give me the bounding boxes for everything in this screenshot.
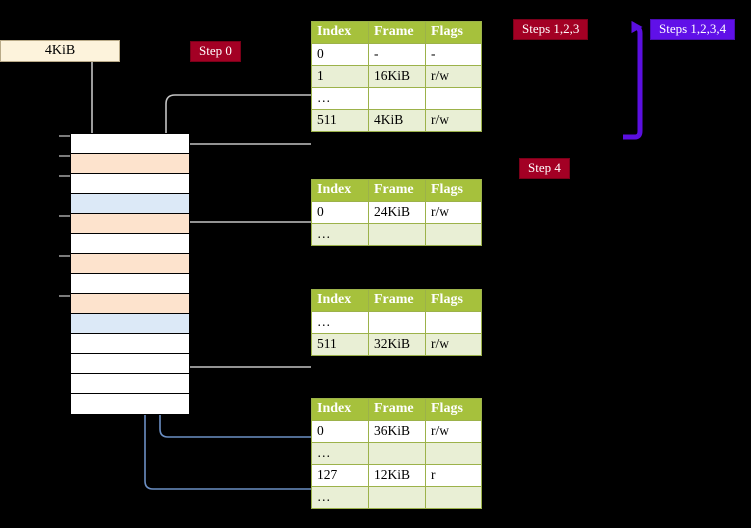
cell-index: 0 xyxy=(311,201,369,224)
cell-flags: r xyxy=(425,464,482,487)
physical-memory-grid xyxy=(70,133,190,415)
memory-frame-row xyxy=(71,254,189,274)
cell-index: 1 xyxy=(311,65,369,88)
table-row: … xyxy=(311,486,482,509)
memory-frame-row xyxy=(71,394,189,414)
column-header-flags: Flags xyxy=(425,21,482,44)
cell-index: … xyxy=(311,442,369,465)
cell-frame: 36KiB xyxy=(368,420,426,443)
column-header-flags: Flags xyxy=(425,398,482,421)
grey-connector-grid-to-pt2 xyxy=(171,318,311,368)
memory-frame-row xyxy=(71,374,189,394)
cell-frame: 24KiB xyxy=(368,201,426,224)
cell-flags: r/w xyxy=(425,65,482,88)
cell-frame: - xyxy=(368,43,426,66)
column-header-frame: Frame xyxy=(368,21,426,44)
cell-index: 511 xyxy=(311,109,369,132)
steps-bracket-arrow xyxy=(623,20,643,140)
column-header-index: Index xyxy=(311,289,369,312)
badge-steps-1-2-3-4: Steps 1,2,3,4 xyxy=(650,19,736,41)
table-row: … xyxy=(311,87,482,110)
table-row: … xyxy=(311,311,482,334)
cell-index: … xyxy=(311,87,369,110)
grey-connector-grid-to-pt0 xyxy=(177,143,311,166)
cell-flags xyxy=(425,442,482,465)
memory-frame-row xyxy=(71,314,189,334)
memory-frame-row xyxy=(71,274,189,294)
cell-frame: 16KiB xyxy=(368,65,426,88)
cell-index: 511 xyxy=(311,333,369,356)
cell-frame xyxy=(368,311,426,334)
cell-flags xyxy=(425,223,482,246)
cell-frame xyxy=(368,223,426,246)
cell-index: 0 xyxy=(311,420,369,443)
memory-frame-row xyxy=(71,334,189,354)
cell-frame xyxy=(368,486,426,509)
cell-flags xyxy=(425,486,482,509)
memory-frame-row xyxy=(71,354,189,374)
cell-flags: r/w xyxy=(425,109,482,132)
cell-index: 0 xyxy=(311,43,369,66)
grey-connector-grid-to-pt1 xyxy=(177,221,311,266)
memory-frame-row xyxy=(71,134,189,154)
table-row: … xyxy=(311,223,482,246)
cell-index: … xyxy=(311,311,369,334)
cell-flags: r/w xyxy=(425,201,482,224)
column-header-flags: Flags xyxy=(425,179,482,202)
memory-frame-row xyxy=(71,294,189,314)
cell-flags: r/w xyxy=(425,333,482,356)
column-header-flags: Flags xyxy=(425,289,482,312)
cell-flags xyxy=(425,87,482,110)
table-row: 0-- xyxy=(311,43,482,66)
column-header-index: Index xyxy=(311,398,369,421)
cell-frame: 4KiB xyxy=(368,109,426,132)
memory-frame-row xyxy=(71,214,189,234)
memory-frame-row xyxy=(71,194,189,214)
cell-frame: 32KiB xyxy=(368,333,426,356)
cell-frame: 12KiB xyxy=(368,464,426,487)
cell-frame xyxy=(368,442,426,465)
cell-index: … xyxy=(311,486,369,509)
cell-frame xyxy=(368,87,426,110)
column-header-frame: Frame xyxy=(368,398,426,421)
memory-size-label: 4KiB xyxy=(0,40,120,62)
column-header-index: Index xyxy=(311,21,369,44)
column-header-frame: Frame xyxy=(368,179,426,202)
badge-steps-1-2-3: Steps 1,2,3 xyxy=(513,19,589,41)
memory-grid-tick-marks xyxy=(59,135,70,297)
badge-step-0: Step 0 xyxy=(190,41,241,63)
cell-index: 127 xyxy=(311,464,369,487)
memory-frame-row xyxy=(71,234,189,254)
memory-frame-row xyxy=(71,154,189,174)
table-row: … xyxy=(311,442,482,465)
memory-frame-row xyxy=(71,174,189,194)
cell-flags: r/w xyxy=(425,420,482,443)
badge-step-4: Step 4 xyxy=(519,158,570,180)
column-header-frame: Frame xyxy=(368,289,426,312)
cell-index: … xyxy=(311,223,369,246)
cell-flags: - xyxy=(425,43,482,66)
cell-flags xyxy=(425,311,482,334)
column-header-index: Index xyxy=(311,179,369,202)
